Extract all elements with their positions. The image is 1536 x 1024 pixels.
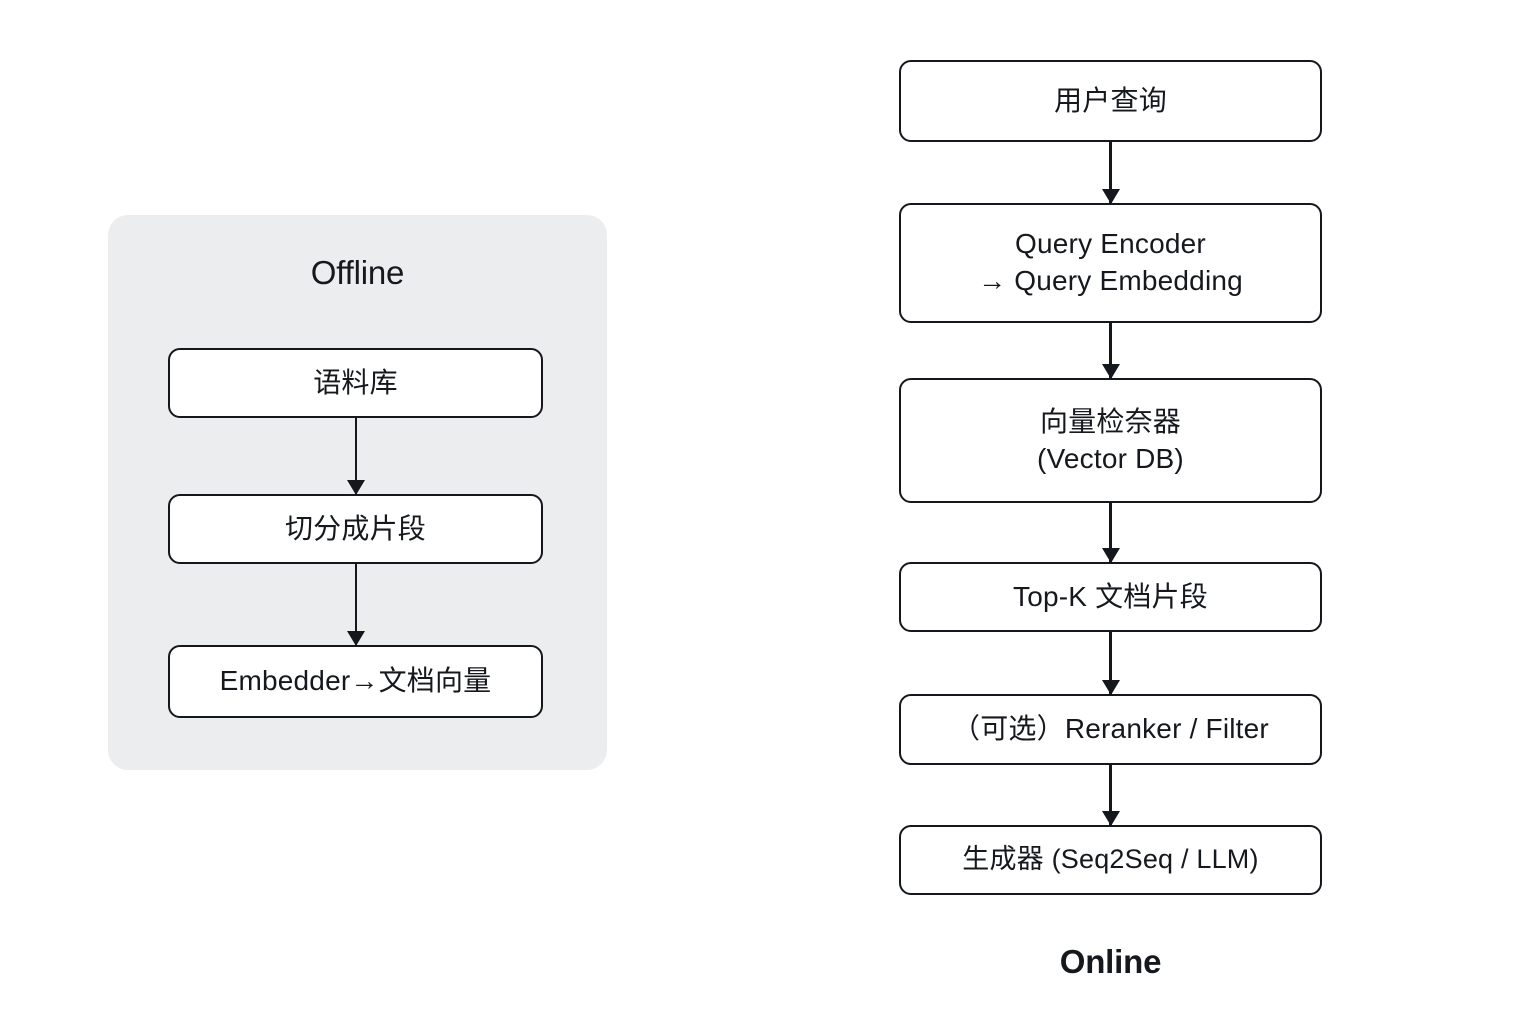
node-corpus[interactable]: 语料库 [168,348,543,418]
down-arrow-encoder-to-vector-retriever [1109,323,1112,378]
node-generator-label: 生成器 (Seq2Seq / LLM) [962,844,1259,875]
node-corpus-label: 语料库 [313,366,398,398]
node-query-encoder[interactable]: Query Encoder → Query Embedding [899,203,1322,323]
offline-group-title: Offline [310,254,405,291]
down-arrow-vector-retriever-to-topk [1109,503,1112,562]
node-user-query[interactable]: 用户查询 [899,60,1322,142]
node-embedder[interactable]: Embedder→文档向量 [168,645,543,718]
online-group-title: Online [1059,943,1162,980]
node-embedder-label: Embedder→文档向量 [219,665,492,697]
down-arrow-query-to-encoder [1109,142,1112,203]
node-user-query-label: 用户查询 [1054,84,1167,116]
down-arrow-corpus-to-chunking [354,418,358,494]
node-reranker-filter[interactable]: （可选）Reranker / Filter [899,694,1322,765]
down-arrow-reranker-to-generator [1109,765,1112,825]
offline-group-panel: Offline 语料库 切分成片段 Embedder→文档向量 [108,215,607,770]
node-topk-chunks[interactable]: Top-K 文档片段 [899,562,1322,632]
node-vector-retriever-label-line2: (Vector DB) [1037,442,1184,474]
node-chunking-label: 切分成片段 [284,512,426,544]
node-vector-retriever-label-line1: 向量检奈器 [1039,405,1181,437]
down-arrow-topk-to-reranker [1109,632,1112,694]
node-reranker-filter-label: （可选）Reranker / Filter [952,713,1269,745]
node-chunking[interactable]: 切分成片段 [168,494,543,564]
node-topk-chunks-label: Top-K 文档片段 [1013,580,1208,612]
node-generator[interactable]: 生成器 (Seq2Seq / LLM) [899,825,1322,895]
node-vector-retriever[interactable]: 向量检奈器 (Vector DB) [899,378,1322,503]
node-query-encoder-label-line1: Query Encoder [1015,228,1206,260]
node-query-encoder-label-line2: → Query Embedding [978,265,1243,296]
down-arrow-chunking-to-embedder [354,564,358,645]
